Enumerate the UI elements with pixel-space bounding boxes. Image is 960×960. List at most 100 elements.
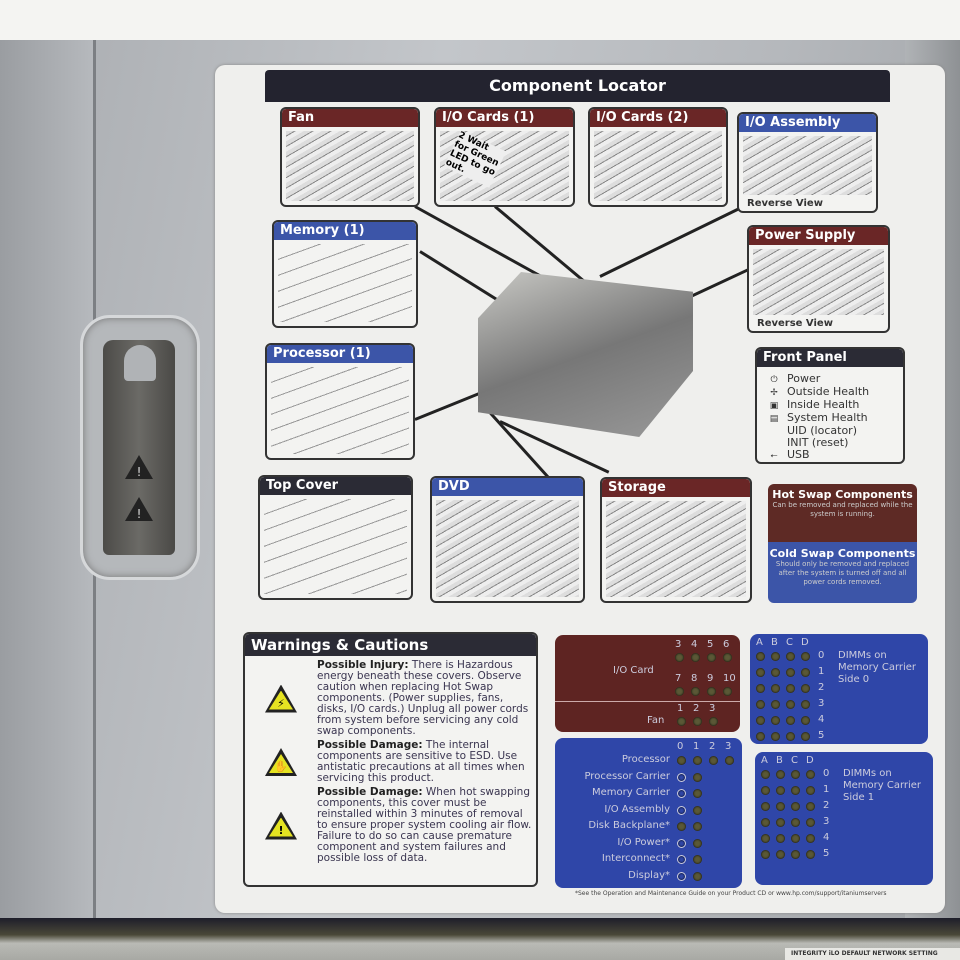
dimm-row-label: 5: [823, 848, 830, 859]
divider: [555, 701, 740, 702]
dimm-led: [806, 786, 815, 795]
dimm-panel-label: DIMMs on Memory Carrier Side 1: [843, 768, 922, 803]
dimm-led: [761, 770, 770, 779]
dimm-column-label: C: [786, 637, 793, 648]
dimm-column-label: D: [806, 755, 814, 766]
fan-led: [677, 717, 686, 726]
fan-led: [693, 717, 702, 726]
status-led: [677, 789, 686, 798]
power-supply-illustration: [753, 249, 884, 315]
panel-io-cards-1: I/O Cards (1)2 Wait for Green LED to go …: [434, 107, 575, 207]
warning-item: ✋ Possible Damage: The internal componen…: [245, 740, 536, 784]
dimm-led: [761, 802, 770, 811]
dimm-row-label: 4: [823, 832, 830, 843]
dimm-led: [756, 700, 765, 709]
panel-processor: Processor (1): [265, 343, 415, 460]
io-slot-led: [691, 687, 700, 696]
fan-number: 2: [693, 703, 700, 714]
dimm-led: [786, 684, 795, 693]
dimm-led: [756, 668, 765, 677]
dimm-led: [771, 652, 780, 661]
status-row-label: Memory Carrier: [591, 787, 670, 798]
fault-led: [693, 805, 702, 815]
dimm-row-label: 3: [823, 816, 830, 827]
dimm-panel-label: DIMMs on Memory Carrier Side 0: [838, 650, 917, 685]
panel-title: Storage: [602, 479, 750, 497]
dimm-row-label: 0: [818, 650, 825, 661]
dimm-led: [771, 684, 780, 693]
dimm-led: [771, 668, 780, 677]
dimm-row-label: 0: [823, 768, 830, 779]
status-led: [677, 871, 686, 881]
io-slot-led: [723, 653, 732, 662]
front-panel-item: ⏻Power: [761, 373, 899, 386]
panel-io-cards-2: I/O Cards (2): [588, 107, 728, 207]
status-row-label: Display*: [628, 869, 670, 881]
fan-label: Fan: [647, 715, 665, 726]
status-row-label: Processor Carrier: [584, 770, 670, 782]
dimm-row-label: 1: [823, 784, 830, 795]
io-slot-number: 6: [723, 639, 730, 650]
fan-illustration: [286, 131, 414, 201]
dimm-column-label: B: [776, 755, 783, 766]
dimm-row-label: 3: [818, 698, 825, 709]
dimm-led: [791, 834, 800, 843]
io-slot-number: 8: [691, 673, 698, 684]
status-led: [677, 838, 686, 848]
panel-title: Processor (1): [267, 345, 413, 363]
processor-number: 1: [693, 741, 700, 752]
panel-title: Top Cover: [260, 477, 411, 495]
processor-number: 0: [677, 741, 684, 752]
footnote: *See the Operation and Maintenance Guide…: [575, 890, 887, 897]
io-cards-illustration: [594, 131, 722, 201]
io-slot-led: [707, 653, 716, 662]
fault-led: [693, 789, 702, 798]
dimm-led: [776, 818, 785, 827]
panel-title: Power Supply: [749, 227, 888, 245]
dimm-led: [786, 652, 795, 661]
status-row-label: Processor: [621, 754, 670, 765]
io-slot-led: [675, 653, 684, 662]
panel-memory: Memory (1): [272, 220, 418, 328]
processor-led: [693, 756, 702, 765]
dimm-led: [801, 652, 810, 661]
front-panel-item: ▣Inside Health: [761, 399, 899, 412]
front-panel-item-label: Outside Health: [787, 385, 870, 398]
front-panel-item-label: Power: [787, 372, 821, 385]
hot-swap-description: Can be removed and replaced while the sy…: [772, 501, 913, 518]
caption: Reverse View: [747, 198, 823, 209]
dimm-row-label: 4: [818, 714, 825, 725]
panel-storage: Storage: [600, 477, 752, 603]
front-panel-indicator-icon: ▤: [769, 414, 779, 424]
dimm-led: [806, 802, 815, 811]
io-card-label: I/O Card: [613, 665, 654, 676]
cold-swap-title: Cold Swap Components: [769, 547, 916, 560]
server-illustration: [478, 272, 693, 437]
dimm-led: [761, 786, 770, 795]
panel-title: Fan: [282, 109, 418, 127]
dimm-led: [756, 716, 765, 725]
processor-led: [709, 756, 718, 765]
warning-esd: Possible Damage: The internal components…: [317, 739, 525, 784]
dimm-led: [776, 770, 785, 779]
processor-led: [677, 756, 686, 765]
dimm-led: [801, 700, 810, 709]
front-panel-item-label: System Health: [787, 411, 868, 424]
dimm-column-label: A: [761, 755, 768, 766]
io-slot-number: 4: [691, 639, 698, 650]
dimm-led: [761, 834, 770, 843]
status-row-label: I/O Assembly: [604, 803, 670, 815]
io-slot-number: 7: [675, 673, 682, 684]
status-row-label: Interconnect*: [601, 853, 670, 864]
front-panel-indicator-icon: ▣: [769, 401, 779, 411]
panel-top-cover: Top Cover: [258, 475, 413, 600]
front-panel-item-label: USB: [787, 448, 810, 461]
dimm-led: [801, 732, 810, 741]
dimm-led: [786, 668, 795, 677]
dimm-led: [791, 802, 800, 811]
